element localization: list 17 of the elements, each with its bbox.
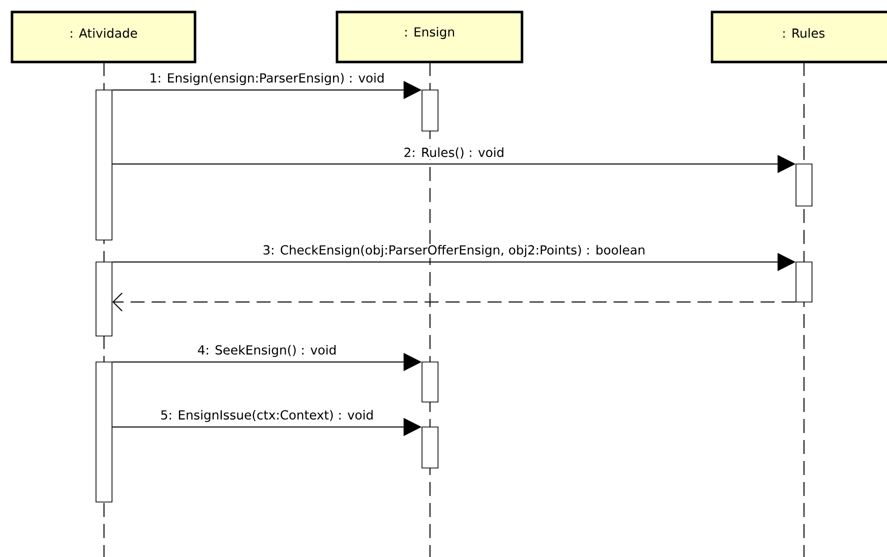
message-arrow — [112, 292, 796, 312]
activation-bar — [422, 90, 438, 132]
activation-bar — [96, 362, 112, 502]
lifeline-head: : Rules — [710, 10, 887, 64]
edge-label: 1: Ensign(ensign:ParserEnsign) : void — [148, 72, 386, 86]
activation-bar — [422, 362, 438, 402]
activation-bar — [96, 262, 112, 336]
edge-label: 4: SeekEnsign() : void — [196, 344, 338, 358]
edge-label: 2: Rules() : void — [402, 146, 506, 160]
activation-bar — [422, 426, 438, 468]
activation-bar — [96, 90, 112, 240]
lifeline-head: : Ensign — [336, 10, 524, 64]
edge-label: 3: CheckEnsign(obj:ParserOfferEnsign, obj2:Points) : boolean — [262, 244, 646, 258]
activation-bar — [796, 262, 812, 302]
activation-bar — [796, 164, 812, 206]
lifeline-head: : Atividade — [10, 10, 196, 64]
edge-label: 5: EnsignIssue(ctx:Context) : void — [159, 408, 375, 424]
